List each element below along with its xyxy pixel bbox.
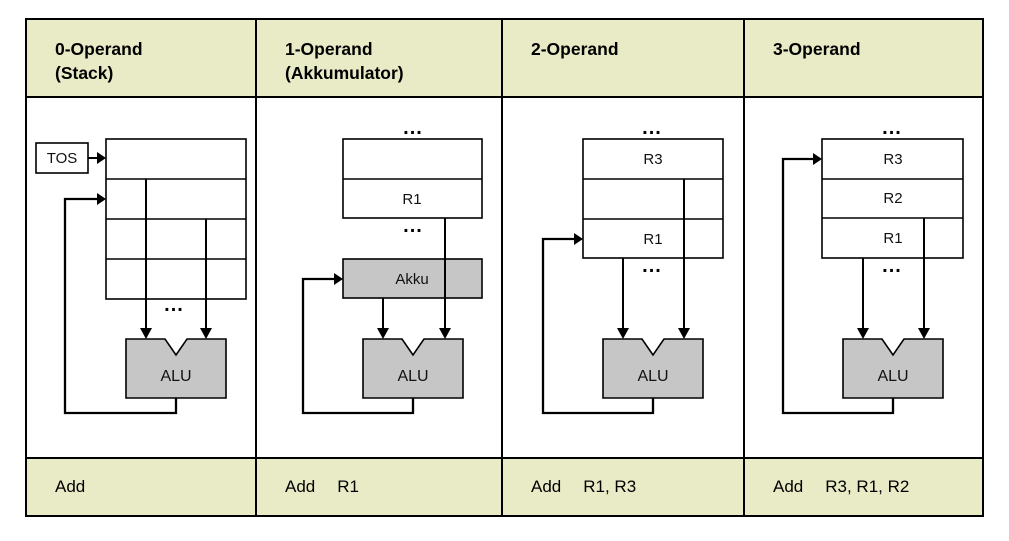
- diagram-stack-machine: TOS ... ALU: [27, 98, 257, 457]
- arrowhead-icon: [678, 328, 690, 339]
- instruction-mnemonic: Add: [55, 477, 86, 496]
- arrowhead-icon: [617, 328, 629, 339]
- alu-label: ALU: [397, 368, 428, 385]
- ellipsis: ...: [882, 117, 902, 139]
- arrowhead-icon: [200, 328, 212, 339]
- instruction-operands: R3, R1, R2: [825, 477, 910, 496]
- tos-label: TOS: [47, 150, 78, 167]
- ellipsis: ...: [642, 255, 662, 277]
- alu-unit: [842, 338, 944, 399]
- ellipsis: ...: [164, 294, 184, 316]
- arrowhead-icon: [439, 328, 451, 339]
- register-r2-label: R2: [883, 190, 902, 207]
- alu-unit: [125, 338, 227, 399]
- alu-unit: [362, 338, 464, 399]
- ellipsis: ...: [882, 255, 902, 277]
- instruction-stack: Add: [27, 457, 257, 515]
- instruction-operands: R1, R3: [583, 477, 637, 496]
- three-operand-machine-figure: ... R3 R2 R1 ... ALU: [781, 117, 964, 415]
- tos-arrowhead-icon: [97, 152, 106, 164]
- ellipsis: ...: [403, 117, 423, 139]
- instruction-mnemonic: Add: [773, 477, 804, 496]
- register-r1-label: R1: [883, 230, 902, 247]
- header-title-line2: (Akkumulator): [285, 63, 404, 83]
- arrowhead-icon: [574, 233, 583, 245]
- two-operand-machine-figure: ... R3 R1 ... ALU: [541, 117, 724, 415]
- diagram-two-operand-machine: ... R3 R1 ... ALU: [503, 98, 745, 457]
- register-r3-label: R3: [883, 151, 902, 168]
- header-title-line1: 0-Operand: [55, 39, 143, 59]
- instruction-two-operand: Add R1, R3: [503, 457, 745, 515]
- ellipsis: ...: [642, 117, 662, 139]
- alu-label: ALU: [160, 368, 191, 385]
- header-0-operand: 0-Operand (Stack): [27, 20, 257, 98]
- alu-label: ALU: [877, 368, 908, 385]
- akku-register: [342, 258, 483, 299]
- tos-box: [35, 142, 89, 174]
- arrowhead-icon: [97, 193, 106, 205]
- register-file: [582, 138, 724, 259]
- diagram-three-operand-machine: ... R3 R2 R1 ... ALU: [745, 98, 982, 457]
- arrowhead-icon: [140, 328, 152, 339]
- alu-unit: [602, 338, 704, 399]
- result-bus: [781, 157, 895, 415]
- arrowhead-icon: [857, 328, 869, 339]
- result-bus: [63, 197, 178, 415]
- header-title-line1: 2-Operand: [531, 39, 619, 59]
- arrowhead-icon: [813, 153, 822, 165]
- akkumulator-machine-figure: ... R1 ... Akku ALU: [301, 117, 483, 415]
- alu-label: ALU: [637, 368, 668, 385]
- instruction-mnemonic: Add: [531, 477, 562, 496]
- result-bus: [541, 237, 655, 415]
- instruction-akkumulator: Add R1: [257, 457, 503, 515]
- register-file: [821, 138, 964, 259]
- result-bus: [301, 277, 415, 415]
- akku-label: Akku: [395, 271, 428, 288]
- arrowhead-icon: [377, 328, 389, 339]
- register-r1-label: R1: [643, 231, 662, 248]
- arrowhead-icon: [334, 273, 343, 285]
- stack-machine-figure: TOS ... ALU: [35, 138, 247, 415]
- arrowhead-icon: [918, 328, 930, 339]
- ellipsis: ...: [403, 215, 423, 237]
- header-title-line2: (Stack): [55, 63, 114, 83]
- register-r3-label: R3: [643, 151, 662, 168]
- header-title-line1: 1-Operand: [285, 39, 373, 59]
- header-3-operand: 3-Operand: [745, 20, 982, 98]
- register-r1-label: R1: [402, 191, 421, 208]
- header-1-operand: 1-Operand (Akkumulator): [257, 20, 503, 98]
- operand-architecture-table: 0-Operand (Stack) 1-Operand (Akkumulator…: [25, 18, 984, 517]
- header-title-line1: 3-Operand: [773, 39, 861, 59]
- header-2-operand: 2-Operand: [503, 20, 745, 98]
- instruction-mnemonic: Add: [285, 477, 316, 496]
- instruction-three-operand: Add R3, R1, R2: [745, 457, 982, 515]
- instruction-operands: R1: [337, 477, 359, 496]
- diagram-akkumulator-machine: ... R1 ... Akku ALU: [257, 98, 503, 457]
